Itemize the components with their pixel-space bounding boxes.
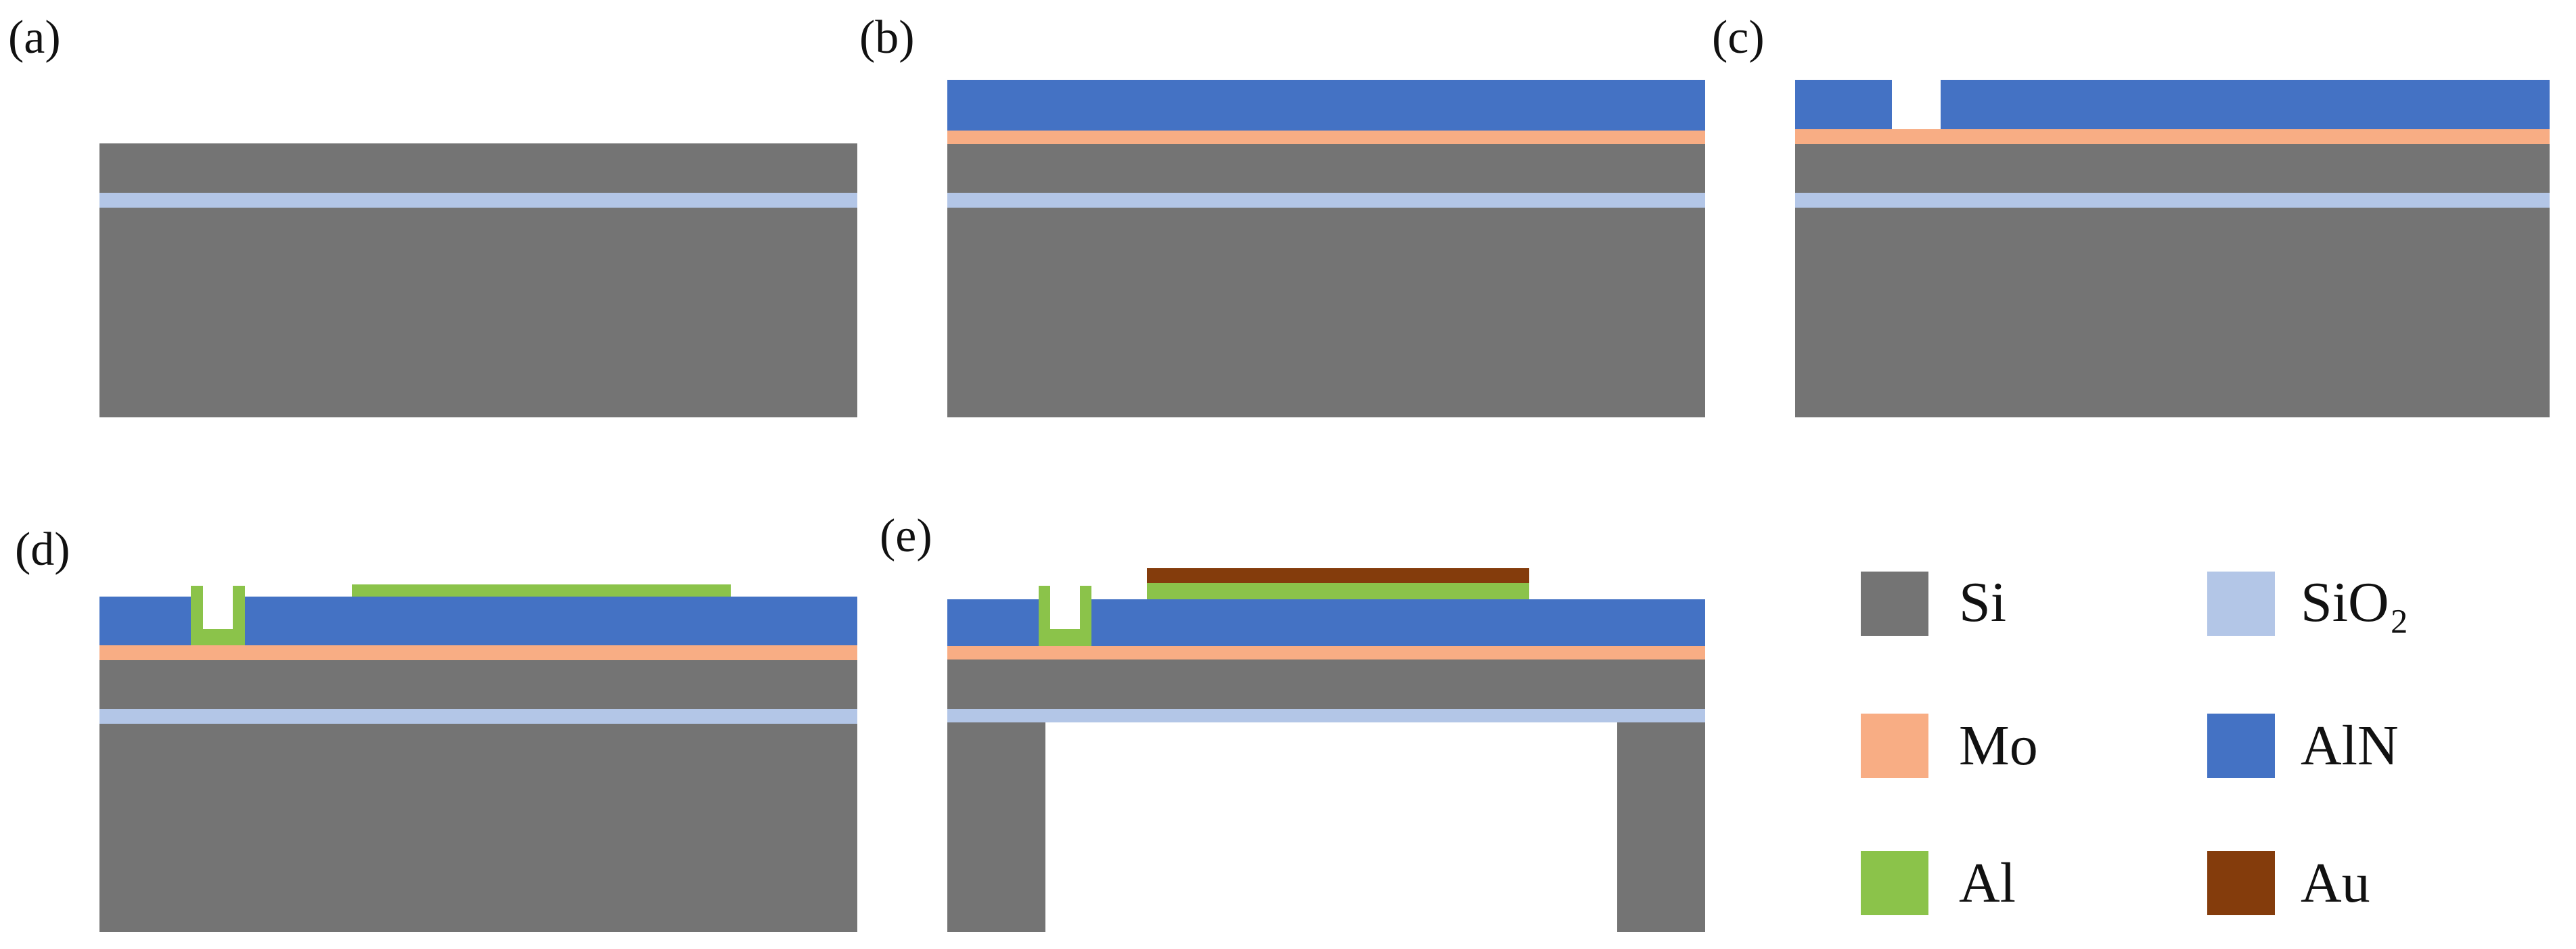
mo-layer [99, 645, 857, 660]
legend-label-sio2: SiO₂ [2301, 571, 2409, 634]
si-cap-layer [99, 660, 857, 709]
si-support-right [1617, 722, 1705, 932]
legend-swatch-al [1861, 851, 1928, 915]
si-cap-layer [1795, 144, 2550, 193]
aln-layer [947, 80, 1705, 131]
panel-d [99, 584, 857, 932]
legend-label-au: Au [2301, 852, 2370, 915]
legend-item-au: Au [2207, 851, 2370, 915]
legend: Si SiO₂ Mo AlN Al Au [1861, 571, 2409, 915]
via-opening [203, 586, 233, 629]
sio2-layer [947, 193, 1705, 208]
legend-label-al: Al [1959, 852, 2016, 915]
si-substrate [947, 208, 1705, 417]
mo-layer [1795, 129, 2550, 144]
legend-swatch-au [2207, 851, 2275, 915]
si-substrate [99, 208, 857, 417]
aln-layer-right [1941, 80, 2550, 131]
sio2-layer [947, 709, 1705, 722]
panel-a [99, 143, 857, 417]
al-via-contact [191, 586, 245, 645]
legend-item-mo: Mo [1861, 714, 2038, 778]
legend-swatch-mo [1861, 714, 1928, 778]
si-cap-layer [99, 143, 857, 194]
aln-layer-left [1795, 80, 1892, 129]
si-substrate [99, 724, 857, 932]
panel-label-c: (c) [1712, 11, 1765, 64]
si-cap-layer [947, 659, 1705, 709]
al-electrode-strip [352, 584, 731, 597]
al-electrode-strip [1147, 583, 1529, 599]
legend-swatch-sio2 [2207, 572, 2275, 636]
panel-b [947, 80, 1705, 417]
mo-layer [947, 646, 1705, 659]
legend-item-aln: AlN [2207, 714, 2399, 778]
panel-label-a: (a) [8, 11, 61, 64]
panel-e [947, 568, 1705, 932]
panel-label-e: (e) [880, 510, 932, 562]
legend-label-mo: Mo [1959, 714, 2038, 777]
legend-item-al: Al [1861, 851, 2016, 915]
si-substrate [1795, 208, 2550, 417]
panel-c [1795, 80, 2550, 417]
legend-label-aln: AlN [2301, 714, 2399, 777]
si-cap-layer [947, 144, 1705, 193]
al-via-contact [1039, 586, 1091, 646]
legend-item-si: Si [1861, 571, 2006, 636]
mo-layer [947, 131, 1705, 144]
si-support-left [947, 722, 1045, 932]
via-opening [1050, 586, 1080, 629]
legend-swatch-aln [2207, 714, 2275, 778]
sio2-layer [1795, 193, 2550, 208]
legend-item-sio2: SiO₂ [2207, 571, 2409, 636]
legend-swatch-si [1861, 572, 1928, 636]
legend-label-si: Si [1959, 571, 2006, 634]
sio2-layer [99, 709, 857, 724]
panel-label-b: (b) [859, 11, 915, 64]
sio2-layer [99, 193, 857, 208]
panel-label-d: (d) [15, 524, 70, 576]
au-electrode-strip [1147, 568, 1529, 583]
